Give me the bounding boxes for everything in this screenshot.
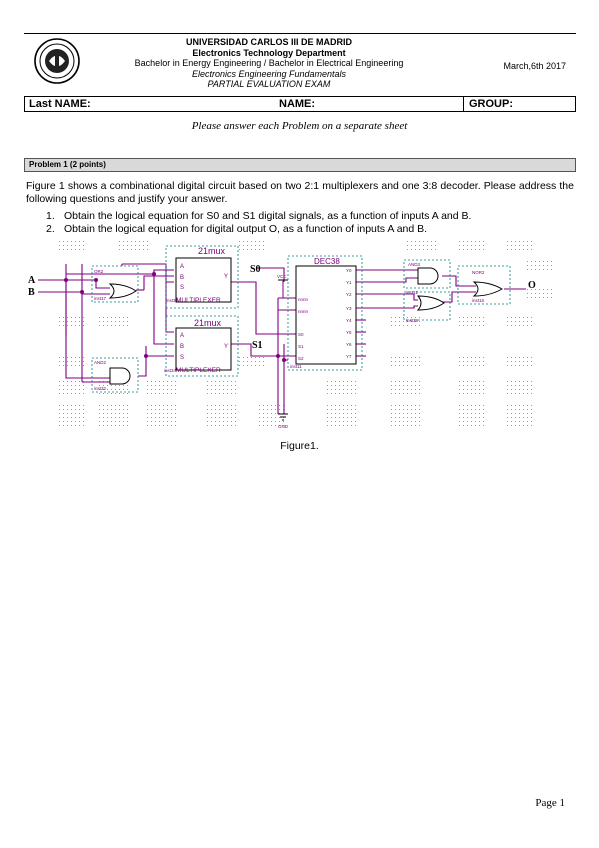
figure-caption: Figure1. (280, 440, 319, 452)
multiplexer-top: 21mux A B S Y MULTIPLEXER inst33 (165, 245, 239, 309)
decoder-out-y5: Y5 (346, 330, 352, 335)
decoder-pin-s2: S2 (298, 356, 304, 361)
instance-label: inst34 (164, 368, 177, 373)
decoder-out-y2: Y2 (346, 292, 352, 297)
instance-label: inst11 (290, 364, 302, 369)
mux-sub-label: MULTIPLEXER (176, 367, 221, 374)
name-field[interactable]: NAME: (279, 98, 316, 110)
mux-pin-b: B (180, 344, 184, 350)
or-gate-inst15: NOR2 inst15 (457, 265, 511, 305)
and-gate-inst32: AND2 inst32 (91, 357, 139, 393)
mux-title: 21mux (194, 318, 222, 328)
instance-label: inst32 (94, 386, 107, 391)
instance-label: inst17 (94, 296, 107, 301)
decoder-out-y3: Y3 (346, 306, 352, 311)
and-gate-inst12: AND3 inst12 (403, 259, 451, 295)
gate-type-label: NOR2 (472, 270, 485, 275)
decoder-out-y6: Y6 (346, 342, 352, 347)
degree-names: Bachelor in Energy Engineering / Bachelo… (134, 58, 404, 68)
decoder-pin-s0: S0 (298, 332, 304, 337)
department-name: Electronics Technology Department (192, 47, 346, 58)
question-2: 2. Obtain the logical equation for digita… (46, 223, 427, 235)
university-seal-icon (34, 38, 80, 84)
mux-pin-y: Y (224, 344, 228, 350)
vcc-symbol: VCC (277, 274, 288, 298)
or-gate-inst19: inst19 (403, 291, 451, 323)
signal-s0-label: S0 (250, 264, 261, 275)
mux-pin-b: B (180, 275, 184, 281)
problem-title: Problem 1 (2 points) (29, 160, 106, 169)
mux-pin-a: A (180, 333, 184, 339)
background-dot-grid (56, 238, 554, 428)
instance-label: inst19 (406, 318, 419, 323)
signal-s1-label: S1 (252, 340, 263, 351)
multiplexer-bottom: 21mux A B S Y MULTIPLEXER inst34 (164, 315, 239, 377)
student-info-row: Last NAME: NAME: GROUP: (24, 96, 576, 112)
page-number: Page 1 (535, 797, 565, 809)
last-name-field[interactable]: Last NAME: (29, 98, 91, 110)
instruction-text: Please answer each Problem on a separate… (191, 120, 408, 132)
mux-sub-label: MULTIPLEXER (176, 297, 221, 304)
instance-label: inst33 (166, 298, 179, 303)
decoder-title: DEC38 (314, 257, 340, 266)
gate-type-label: AND3 (408, 262, 421, 267)
course-name: Electronics Engineering Fundamentals (191, 68, 347, 79)
decoder-out-y1: Y1 (346, 280, 352, 285)
decoder-out-y7: Y7 (346, 354, 352, 359)
question-1: 1. Obtain the logical equation for S0 and… (46, 210, 471, 222)
mux-pin-a: A (180, 264, 184, 270)
instance-label: inst12 (406, 290, 419, 295)
instance-label: inst15 (472, 298, 485, 303)
exam-date: March,6th 2017 (503, 61, 566, 71)
input-b-label: B (28, 287, 35, 298)
or-gate-inst17: OR2 inst17 (91, 265, 139, 303)
exam-header: UNIVERSIDAD CARLOS III DE MADRID Electro… (24, 33, 576, 94)
decoder-out-y0: Y0 (346, 268, 352, 273)
question-number: 1. (46, 210, 55, 222)
gnd-label: GND (278, 424, 289, 429)
question-number: 2. (46, 223, 55, 235)
group-field[interactable]: GROUP: (469, 98, 513, 110)
problem-header-bar: Problem 1 (2 points) (24, 158, 576, 172)
mux-title: 21mux (198, 246, 226, 256)
field-divider (463, 97, 464, 111)
output-o-label: O (528, 280, 536, 291)
decoder-pin-s1: S1 (298, 344, 304, 349)
decoder-pin: nnnn (298, 309, 309, 314)
decoder-pin: nnnn (298, 297, 309, 302)
circuit-diagram: A B (28, 238, 554, 429)
gnd-symbol: GND (278, 413, 289, 429)
decoder-dec38: DEC38 nnnn nnnn S0 S1 S2 Y0 Y1 Y2 Y3 Y4 … (287, 255, 363, 371)
university-name: UNIVERSIDAD CARLOS III DE MADRID (185, 37, 352, 47)
mux-pin-s: S (180, 285, 184, 291)
gate-type-label: AND2 (94, 360, 107, 365)
gate-type-label: OR2 (94, 269, 104, 274)
mux-pin-s: S (180, 355, 184, 361)
exam-type: PARTIAL EVALUATION EXAM (207, 79, 331, 89)
decoder-out-y4: Y4 (346, 318, 352, 323)
problem-statement: Figure 1 shows a combinational digital c… (26, 180, 574, 205)
wire-junctions (64, 272, 286, 362)
input-a-label: A (28, 275, 36, 286)
vcc-label: VCC (277, 274, 287, 279)
mux-pin-y: Y (224, 274, 228, 280)
question-text: Obtain the logical equation for digital … (64, 223, 428, 235)
question-text: Obtain the logical equation for S0 and S… (64, 210, 472, 222)
